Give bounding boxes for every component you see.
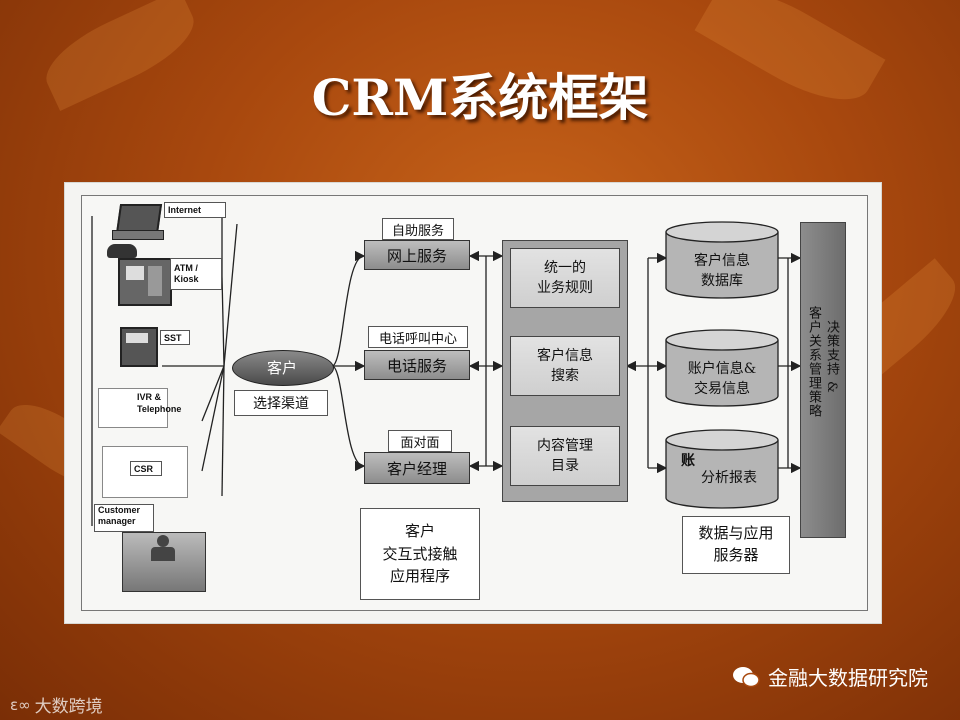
search-line-1: 客户信息 — [537, 347, 593, 364]
cust-db-line-2: 数据库 — [701, 273, 743, 289]
server-line-1: 数据与应用 — [698, 524, 774, 543]
channel-internet: Internet — [164, 202, 226, 218]
crm-diagram: Internet ATM / Kiosk SST IVR & Telephone… — [65, 183, 881, 623]
manager-label: manager — [98, 515, 136, 526]
app-line-3: 应用程序 — [389, 567, 450, 586]
strategy-line-2: 客户关系管理策略 — [806, 306, 821, 418]
slide-title: CRM系统框架 — [311, 68, 649, 127]
cust-db-line-1: 客户信息 — [694, 253, 750, 270]
footer-logo: ԑ∞ 大数跨境 — [10, 692, 103, 718]
search-line-2: 搜索 — [551, 368, 579, 384]
self-service-label: 自助服务 — [382, 218, 454, 240]
rules-line-2: 业务规则 — [537, 280, 593, 296]
terminal-icon — [120, 327, 158, 367]
report-db-label: 分析报表 — [701, 470, 757, 487]
phone-service-box: 电话服务 — [364, 350, 470, 380]
content-line-1: 内容管理 — [537, 437, 593, 454]
ivr-frame — [98, 388, 168, 428]
channel-ivr: IVR & Telephone — [134, 392, 204, 422]
customer-node — [232, 350, 334, 386]
laptop-icon — [112, 204, 164, 242]
channel-customer-manager: Customer manager — [94, 504, 154, 532]
content-line-2: 目录 — [551, 458, 579, 474]
online-service-box: 网上服务 — [364, 240, 470, 270]
app-line-1: 客户 — [404, 522, 435, 541]
channel-csr: CSR — [130, 461, 162, 476]
footer-brand: 金融大数据研究院 — [732, 662, 928, 691]
channel-sst: SST — [160, 330, 190, 345]
logo-icon: ԑ∞ — [10, 695, 31, 714]
atm-label: ATM / — [174, 262, 198, 273]
app-line-2: 交互式接触 — [382, 544, 458, 563]
report-prefix: 账 — [681, 453, 695, 470]
data-app-server-box: 数据与应用 服务器 — [682, 516, 790, 574]
strategy-bar — [800, 222, 846, 538]
face-to-face-label: 面对面 — [388, 430, 452, 452]
customer-search-box: 客户信息 搜索 — [510, 336, 620, 396]
business-rules-box: 统一的 业务规则 — [510, 248, 620, 308]
call-center-label: 电话呼叫中心 — [368, 326, 468, 348]
customer-db-label: 客户信息 数据库 — [672, 250, 772, 294]
customer-label: 客户 — [266, 358, 297, 377]
atm-icon — [118, 258, 172, 306]
interaction-app-box: 客户 交互式接触 应用程序 — [360, 508, 480, 600]
content-catalog-box: 内容管理 目录 — [510, 426, 620, 486]
rules-line-1: 统一的 — [544, 259, 586, 276]
phone-icon — [107, 244, 137, 258]
diagram-border: Internet ATM / Kiosk SST IVR & Telephone… — [81, 195, 868, 611]
kiosk-label: Kiosk — [174, 274, 199, 284]
wechat-icon — [733, 666, 760, 687]
telephone-label: Telephone — [137, 403, 182, 414]
ivr-label: IVR & — [137, 392, 162, 402]
customer-manager-box: 客户经理 — [364, 452, 470, 484]
acct-line-2: 交易信息 — [694, 381, 750, 397]
customer-label: Customer — [98, 505, 141, 515]
select-channel-label: 选择渠道 — [234, 390, 328, 416]
manager-desk-icon — [122, 532, 206, 592]
footer-brand-text: 金融大数据研究院 — [768, 666, 928, 690]
footer-logo-text: 大数跨境 — [34, 697, 103, 717]
account-db-label: 账户信息& 交易信息 — [672, 358, 772, 402]
strategy-line-1: 决策支持 & — [824, 320, 839, 394]
acct-line-1: 账户信息& — [687, 361, 757, 378]
channel-atm-kiosk: ATM / Kiosk — [170, 258, 222, 290]
server-line-2: 服务器 — [713, 546, 759, 564]
